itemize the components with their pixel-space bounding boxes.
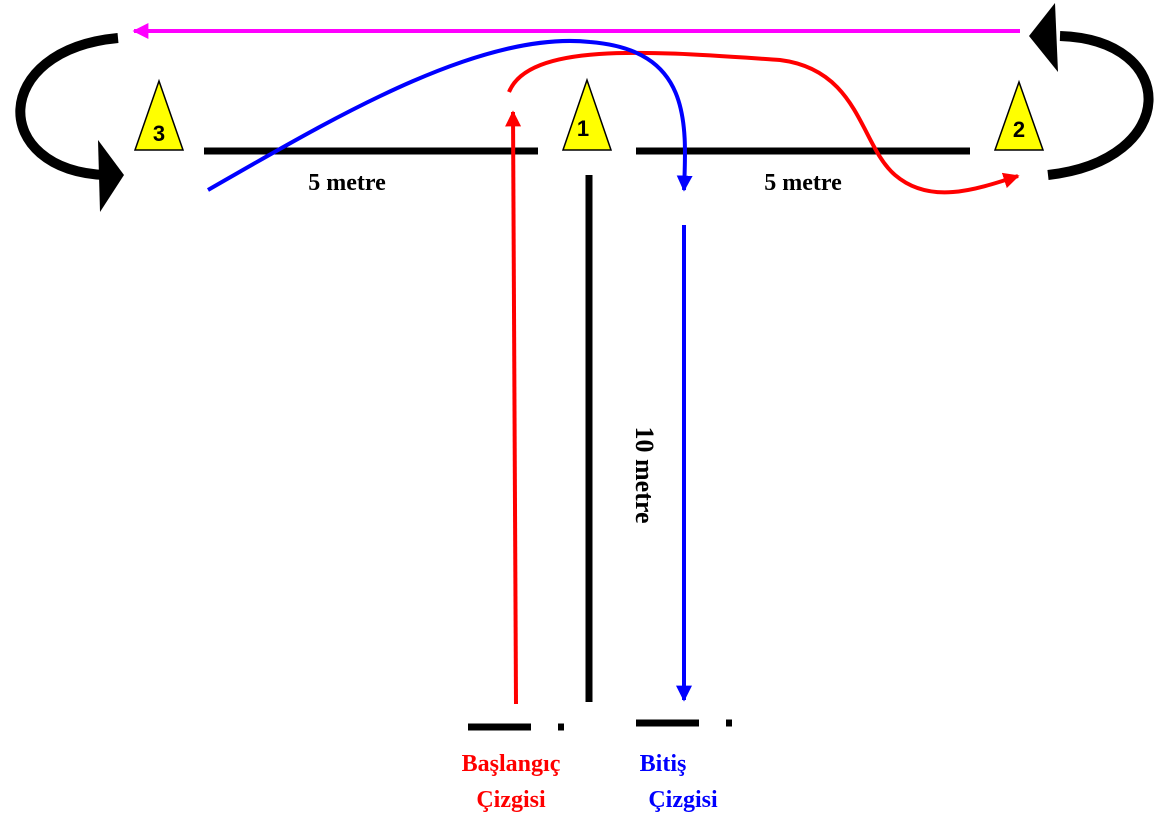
start-run-arrow [505, 110, 522, 705]
finish-line-label-2: Çizgisi [648, 787, 718, 813]
cone-3-number: 3 [153, 121, 165, 146]
right-distance-label: 5 metre [764, 170, 842, 196]
blue-curve-arrow [207, 38, 693, 192]
left-turn-arrow [15, 33, 119, 180]
vertical-distance-label: 10 metre [630, 427, 659, 524]
start-line-label-2: Çizgisi [476, 787, 546, 813]
cone-3-icon [133, 78, 185, 151]
red-curve-arrow [507, 50, 1020, 195]
cone-2-number: 2 [1013, 117, 1025, 142]
start-line-label-1: Başlangıç [462, 751, 561, 777]
cone-1-icon [561, 77, 613, 151]
finish-line-label-1: Bitiş [640, 751, 687, 777]
cone-1-number: 1 [577, 116, 589, 141]
left-turn-arrowhead-icon [98, 140, 124, 212]
right-turn-arrow [1047, 31, 1154, 180]
right-turn-arrowhead-icon [1029, 3, 1058, 72]
left-distance-label: 5 metre [308, 170, 386, 196]
cone-2-icon [993, 79, 1045, 151]
